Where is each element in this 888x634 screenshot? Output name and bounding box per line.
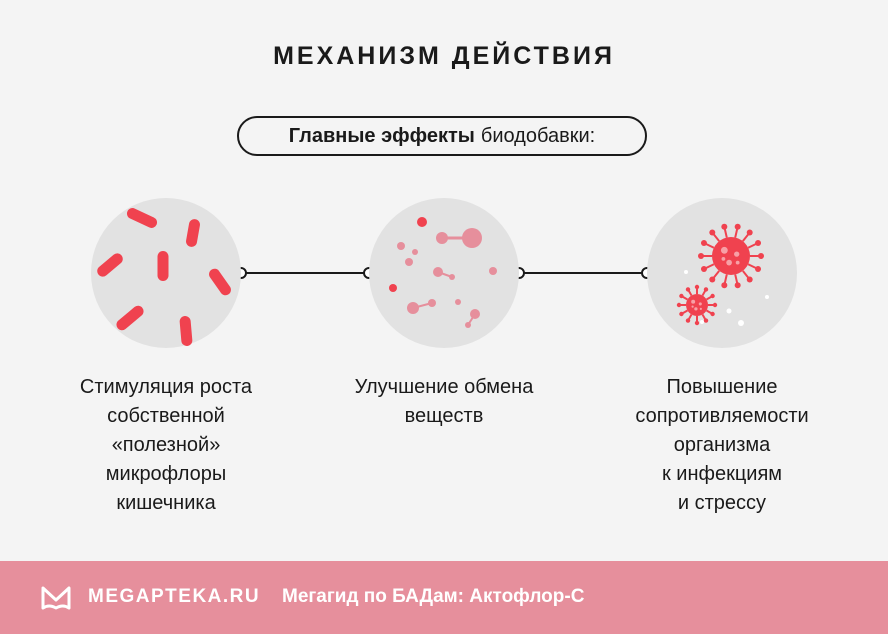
- footer-bar: MEGAPTEKA.RU Мегагид по БАДам: Актофлор-…: [0, 561, 888, 634]
- page-title: МЕХАНИЗМ ДЕЙСТВИЯ: [273, 42, 615, 70]
- brand-link[interactable]: MEGAPTEKA.RU: [88, 586, 261, 607]
- effects-diagram: [91, 198, 797, 348]
- subtitle-rest: биодобавки:: [480, 124, 596, 147]
- footer-text: Мегагид по БАДам: Актофлор-С: [282, 586, 585, 607]
- molecules-icon: [369, 198, 519, 348]
- rod-bacteria-icon: [91, 198, 241, 348]
- megapteka-logo-icon[interactable]: [40, 583, 72, 611]
- connector-2: [513, 267, 653, 279]
- subtitle-pill: Главные эффекты биодобавки:: [237, 116, 647, 156]
- subtitle-bold: Главные эффекты: [288, 124, 475, 147]
- virus-icon: [647, 198, 797, 348]
- effect-caption-3: Повышение сопротивляемости организма к и…: [635, 376, 809, 514]
- virus-small: [676, 284, 718, 326]
- effect-caption-1: Стимуляция роста собственной «полезной» …: [79, 376, 253, 514]
- connector-1: [235, 267, 375, 279]
- effect-caption-2: Улучшение обмена веществ: [354, 376, 534, 427]
- virus-large: [698, 223, 764, 289]
